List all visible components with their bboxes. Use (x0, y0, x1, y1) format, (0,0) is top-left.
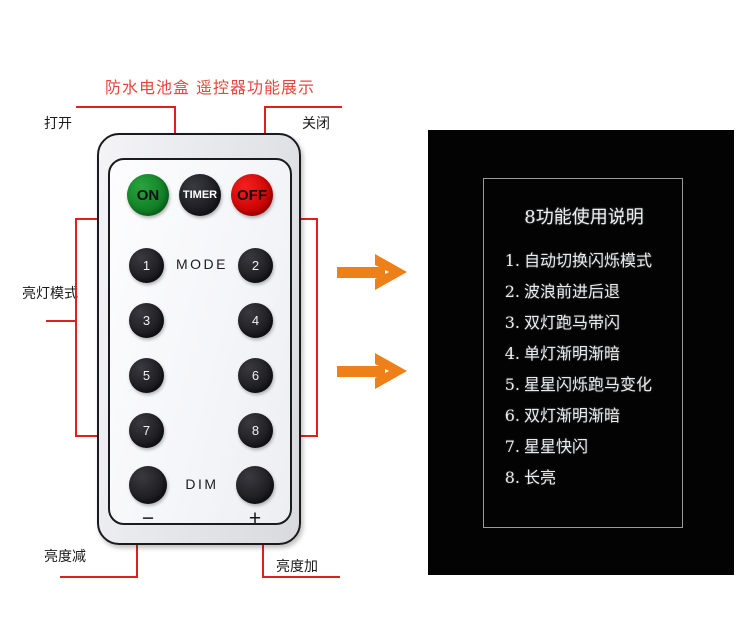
mode-button-1[interactable]: 1 (129, 248, 164, 283)
instruction-list: 1. 自动切换闪烁模式 2. 波浪前进后退 3. 双灯跑马带闪 4. 单灯渐明渐… (498, 247, 684, 495)
label-dim-up: 亮度加 (276, 559, 318, 575)
plus-icon: + (248, 507, 262, 530)
list-item-text: 自动切换闪烁模式 (524, 251, 653, 270)
list-item: 5. 星星闪烁跑马变化 (498, 371, 684, 395)
list-item-number: 8. (504, 468, 520, 487)
mode-button-3[interactable]: 3 (129, 303, 164, 338)
list-item-text: 双灯渐明渐暗 (524, 406, 621, 425)
mode-label: MODE (176, 256, 228, 272)
instruction-panel-title: 8功能使用说明 (524, 207, 644, 228)
dim-down-button[interactable] (129, 466, 167, 504)
arrow-right-icon-bottom (337, 351, 409, 391)
on-button[interactable]: ON (127, 174, 169, 216)
mode-button-5[interactable]: 5 (129, 358, 164, 393)
instruction-panel-frame: 8功能使用说明 1. 自动切换闪烁模式 2. 波浪前进后退 3. 双灯跑马带闪 … (483, 178, 683, 528)
mode-button-7[interactable]: 7 (129, 413, 164, 448)
list-item: 3. 双灯跑马带闪 (498, 309, 684, 333)
minus-icon: − (141, 507, 155, 530)
callout-line-dim-down-vertical (136, 516, 138, 578)
list-item: 7. 星星快闪 (498, 433, 684, 457)
list-item: 1. 自动切换闪烁模式 (498, 247, 684, 271)
timer-button[interactable]: TIMER (179, 174, 221, 216)
list-item-text: 单灯渐明渐暗 (524, 344, 621, 363)
list-item: 4. 单灯渐明渐暗 (498, 340, 684, 364)
list-item-text: 星星快闪 (524, 437, 589, 456)
dim-label: DIM (185, 476, 219, 492)
arrow-right-icon-top (337, 252, 409, 292)
label-dim-down: 亮度减 (44, 549, 86, 565)
callout-line-mode (46, 320, 76, 322)
off-button[interactable]: OFF (231, 174, 273, 216)
label-light-mode: 亮灯模式 (22, 286, 78, 302)
list-item-text: 双灯跑马带闪 (524, 313, 621, 332)
list-item: 2. 波浪前进后退 (498, 278, 684, 302)
label-open: 打开 (44, 116, 72, 132)
callout-line-dim-up-horizontal (262, 576, 340, 578)
list-item-text: 星星闪烁跑马变化 (524, 375, 653, 394)
list-item-text: 长亮 (524, 468, 557, 487)
list-item-number: 3. (504, 313, 520, 332)
list-item: 8. 长亮 (498, 464, 684, 488)
list-item-number: 4. (504, 344, 520, 363)
instruction-panel: 8功能使用说明 1. 自动切换闪烁模式 2. 波浪前进后退 3. 双灯跑马带闪 … (428, 130, 734, 575)
callout-line-open-horizontal (76, 106, 176, 108)
mode-button-6[interactable]: 6 (238, 358, 273, 393)
remote-control-body: ON TIMER OFF MODE 1 2 3 4 5 6 7 8 DIM − … (97, 133, 301, 545)
callout-line-dim-down-horizontal (60, 576, 138, 578)
page-title: 防水电池盒 遥控器功能展示 (104, 78, 316, 97)
dim-up-button[interactable] (236, 466, 274, 504)
mode-button-2[interactable]: 2 (238, 248, 273, 283)
list-item-text: 波浪前进后退 (524, 282, 621, 301)
label-close: 关闭 (302, 116, 330, 132)
list-item-number: 5. (504, 375, 520, 394)
list-item-number: 1. (504, 251, 520, 270)
power-button-row: ON TIMER OFF (110, 174, 290, 220)
list-item-number: 2. (504, 282, 520, 301)
callout-line-close-horizontal (264, 106, 342, 108)
list-item-number: 6. (504, 406, 520, 425)
list-item: 6. 双灯渐明渐暗 (498, 402, 684, 426)
mode-button-8[interactable]: 8 (238, 413, 273, 448)
mode-button-4[interactable]: 4 (238, 303, 273, 338)
remote-faceplate: ON TIMER OFF MODE 1 2 3 4 5 6 7 8 DIM − … (108, 158, 292, 529)
list-item-number: 7. (504, 437, 520, 456)
callout-line-dim-up-vertical (262, 516, 264, 578)
